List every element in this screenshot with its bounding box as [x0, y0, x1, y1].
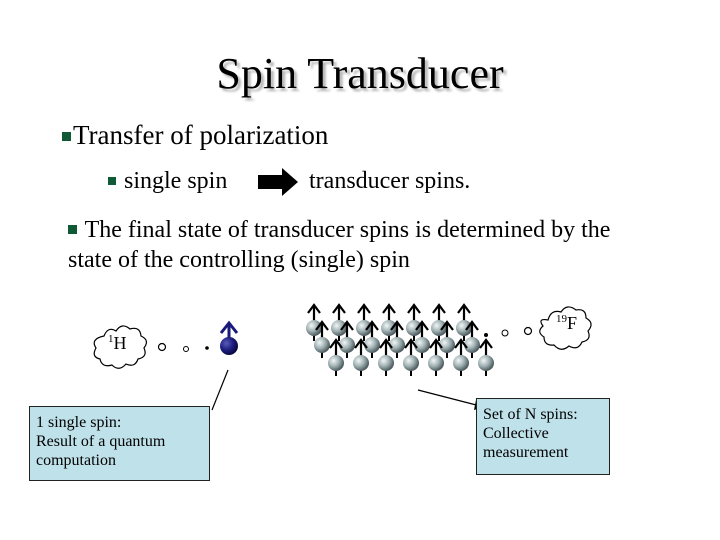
- transducer-spin: [314, 320, 330, 358]
- transducer-spin: [439, 320, 455, 358]
- transducer-spins-text: transducer spins.: [309, 168, 471, 194]
- bullet-single-spin: single spin: [108, 167, 227, 195]
- slide-title: Spin Transducer: [216, 49, 504, 98]
- bullet-square-icon: [62, 132, 71, 141]
- transducer-spin: [428, 338, 444, 376]
- transducer-spin: [356, 303, 372, 341]
- transducer-spin: [328, 338, 344, 376]
- callout-left-line: 1 single spin:: [36, 414, 122, 431]
- transducer-spin: [381, 303, 397, 341]
- transducer-spin-array: [306, 303, 494, 376]
- h-mass-number: 1: [108, 333, 114, 345]
- callout-left-line: Result of a quantum: [36, 433, 166, 450]
- bullet-transfer: Transfer of polarization: [62, 120, 328, 150]
- single-spin-text: single spin: [124, 168, 228, 194]
- dot-circle: [523, 326, 533, 336]
- transducer-spin: [353, 338, 369, 376]
- h-symbol: H: [113, 333, 127, 353]
- dot-circle: [484, 333, 488, 337]
- dot-circle: [205, 346, 209, 350]
- transducer-spin: [464, 320, 480, 358]
- transducer-spin: [453, 338, 469, 376]
- h-cloud-shape: [93, 325, 147, 369]
- callout-right-line: Set of N spins:: [483, 406, 578, 423]
- final-state-line2: state of the controlling (single) spin: [68, 247, 410, 273]
- single-spin-callout: 1 single spin: Result of a quantum compu…: [29, 406, 210, 481]
- transducer-spin: [378, 338, 394, 376]
- transducer-spin: [403, 338, 419, 376]
- left-leader-line: [211, 369, 229, 411]
- transducer-spin: [456, 303, 472, 341]
- bullet-square-icon: [108, 177, 116, 185]
- right-arrow-icon: [258, 168, 298, 196]
- single-spin: [219, 320, 239, 355]
- transducer-spin: [306, 303, 322, 341]
- dot-circle: [157, 342, 167, 352]
- transducer-spin: [431, 303, 447, 341]
- callout-left-line: computation: [36, 452, 116, 469]
- transducer-spin: [389, 320, 405, 358]
- transducer-spin: [364, 320, 380, 358]
- transducer-spin: [331, 303, 347, 341]
- final-state-line1: The final state of transducer spins is d…: [84, 217, 611, 243]
- h-label: 1H: [108, 333, 127, 354]
- f-mass-number: 19: [556, 313, 567, 325]
- bullet-square-icon: [68, 225, 77, 234]
- spin-diagram: [93, 303, 592, 411]
- f-cloud-shape: [539, 306, 592, 350]
- dot-circle: [501, 329, 509, 337]
- f-symbol: F: [567, 313, 578, 333]
- spin-set-callout: Set of N spins: Collective measurement: [476, 398, 610, 475]
- right-leader-line: [417, 389, 485, 408]
- callout-right-line: Collective: [483, 425, 549, 442]
- dot-circle: [183, 346, 189, 352]
- transducer-spin: [339, 320, 355, 358]
- transducer-spin: [406, 303, 422, 341]
- callout-right-line: measurement: [483, 444, 569, 461]
- transducer-spin: [414, 320, 430, 358]
- bullet-transfer-text: Transfer of polarization: [73, 120, 329, 150]
- bullet-final-state: The final state of transducer spins is d…: [68, 215, 610, 275]
- transducer-spin: [478, 338, 494, 376]
- f-label: 19F: [556, 313, 577, 334]
